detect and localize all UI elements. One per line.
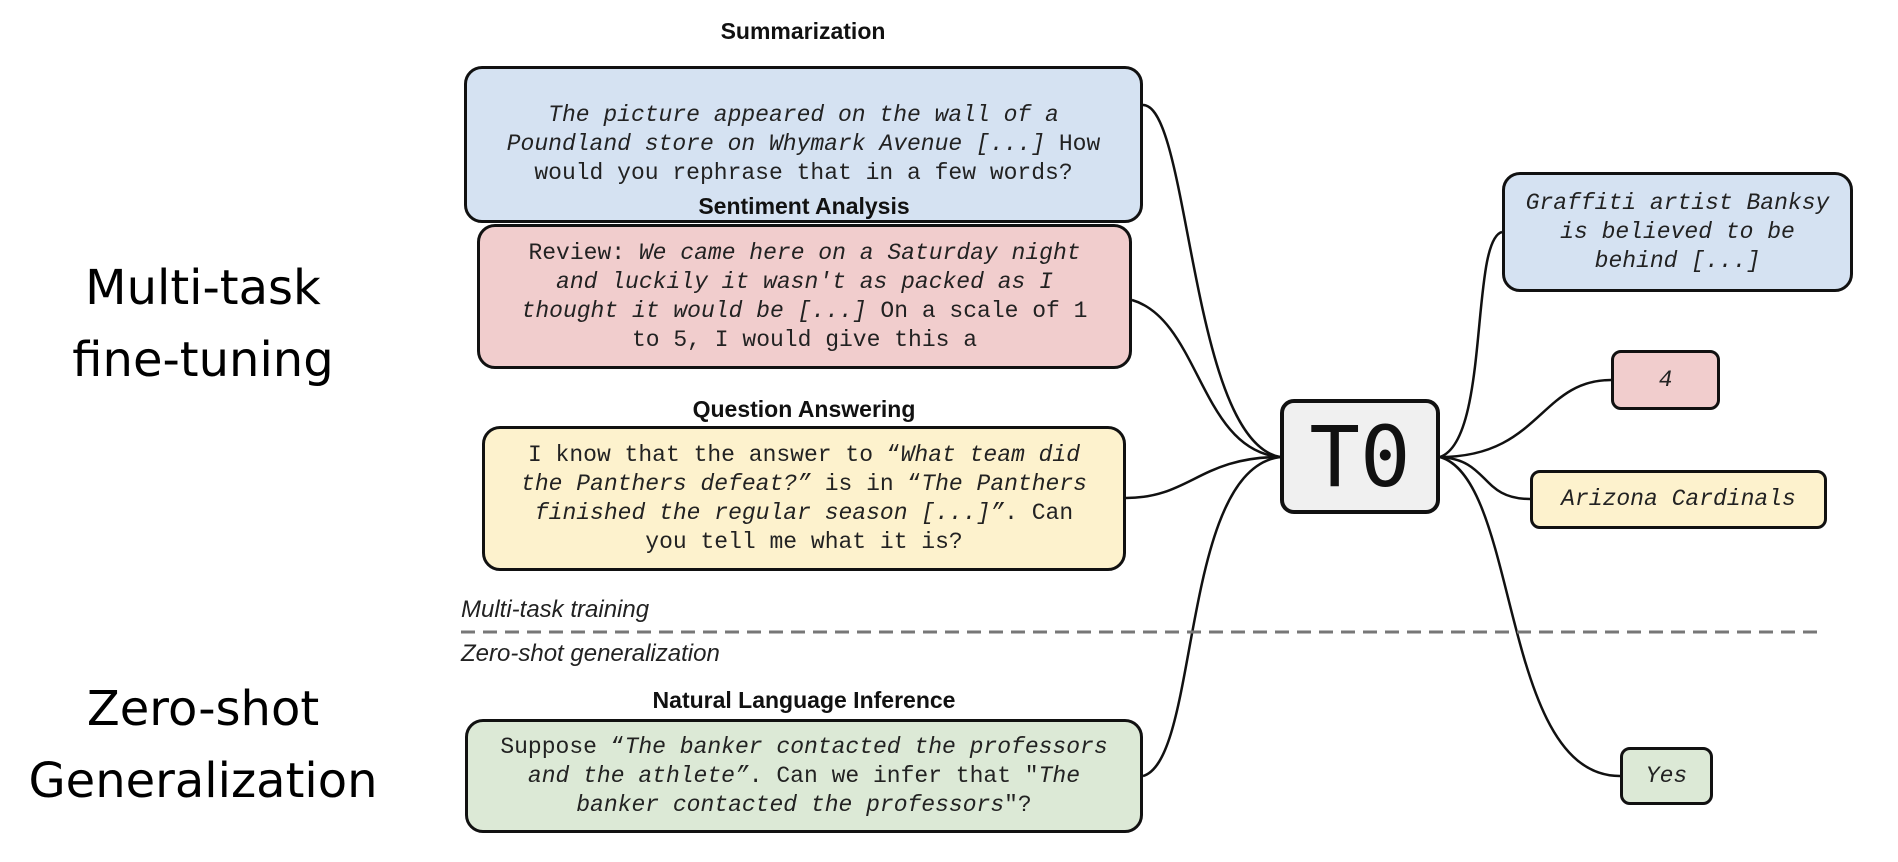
text-line: Yes [1645,762,1688,789]
output-text: Arizona Cardinals [1561,485,1796,514]
text-line: finished the regular season [...]”. Can [521,499,1087,528]
text-segment: you tell me what it is? [645,528,963,555]
text-line: I know that the answer to “What team did [521,441,1087,470]
side-label-line: Generalization [28,753,378,809]
task-title-sentiment: Sentiment Analysis [698,193,910,219]
text-line: the Panthers defeat?” is in “The Panther… [521,470,1087,499]
text-line: Poundland store on Whymark Avenue [...] … [507,130,1101,159]
side-label-finetune: Multi-task fine-tuning [0,252,406,396]
task-text: Review: We came here on a Saturday night… [522,239,1088,355]
italic-segment: The banker contacted the professors [624,733,1108,760]
text-segment: is in “ [810,470,922,497]
text-line: thought it would be [...] On a scale of … [522,297,1088,326]
task-title-nli: Natural Language Inference [652,687,956,713]
note-zeroshot-generalization: Zero-shot generalization [461,640,720,667]
connector-out-graffiti [1439,230,1503,459]
task-box-qa: I know that the answer to “What team did… [482,426,1126,571]
connector-sentiment [1131,298,1281,459]
text-line: would you rephrase that in a few words? [507,159,1101,188]
connector-out-arizona [1439,455,1531,501]
italic-segment: What team did [900,441,1081,468]
italic-segment: and the athlete” [527,762,749,789]
note-multitask-training: Multi-task training [461,596,650,623]
text-segment: I know that the answer to “ [527,441,901,468]
connector-summarization [1142,103,1281,459]
italic-segment: Poundland store on Whymark Avenue [...] [506,131,1046,157]
text-line: and luckily it wasn't as packed as I [522,268,1088,297]
italic-segment: the Panthers defeat?” [521,470,811,497]
model-box-t0: T0 [1280,399,1440,514]
text-segment: Suppose “ [500,733,625,760]
connector-out-4 [1439,378,1612,459]
text-line: you tell me what it is? [521,528,1087,557]
output-text: Yes [1646,762,1687,791]
text-line: to 5, I would give this a [522,326,1088,355]
task-title-summarization: Summarization [720,18,886,44]
task-title-qa: Question Answering [692,396,916,422]
italic-segment: We came here on a Saturday night [638,239,1081,266]
italic-segment: and luckily it wasn't as packed as I [556,268,1053,295]
text-line: 4 [1658,366,1673,393]
text-segment: How [1045,131,1101,157]
text-segment: to 5, I would give this a [631,326,978,353]
connector-qa [1125,455,1281,500]
connector-nli [1142,455,1281,778]
output-box-arizona: Arizona Cardinals [1530,470,1827,529]
task-box-sentiment: Review: We came here on a Saturday night… [477,224,1132,369]
task-box-nli: Suppose “The banker contacted the profes… [465,719,1143,833]
side-label-line: Multi-task [85,260,321,316]
italic-segment: thought it would be [...] [521,297,867,324]
text-segment: . Can [1004,499,1074,526]
side-label-line: fine-tuning [72,332,334,388]
text-line: banker contacted the professors"? [500,791,1107,820]
output-box-yes: Yes [1620,747,1713,805]
italic-segment: The picture appeared on the wall of a [548,102,1059,128]
output-text: 4 [1659,366,1673,395]
italic-segment: The Panthers [921,470,1087,497]
task-text: Suppose “The banker contacted the profes… [500,733,1107,820]
text-line: behind [...] [1594,247,1761,274]
text-segment: On a scale of 1 [866,297,1088,324]
task-text: I know that the answer to “What team did… [521,441,1087,557]
text-segment: "? [1004,791,1032,818]
italic-segment: finished the regular season [...]” [534,499,1005,526]
text-segment: . Can we infer that " [748,762,1039,789]
text-line: Arizona Cardinals [1561,486,1796,512]
text-line: and the athlete”. Can we infer that "The [500,762,1107,791]
text-line: is believed to be [1560,218,1795,245]
text-line: Graffiti artist Banksy [1525,189,1830,216]
text-segment: Review: [528,239,639,266]
text-line: Suppose “The banker contacted the profes… [500,733,1107,762]
output-box-4: 4 [1611,350,1720,410]
italic-segment: banker contacted the professors [576,791,1005,818]
italic-segment: The [1038,762,1081,789]
text-line: The picture appeared on the wall of a [507,101,1101,130]
side-label-line: Zero-shot [86,681,320,737]
text-line: Review: We came here on a Saturday night [522,239,1088,268]
side-label-zeroshot: Zero-shot Generalization [0,673,406,817]
text-segment: would you rephrase that in a few words? [534,160,1073,186]
connector-out-yes [1439,455,1621,778]
